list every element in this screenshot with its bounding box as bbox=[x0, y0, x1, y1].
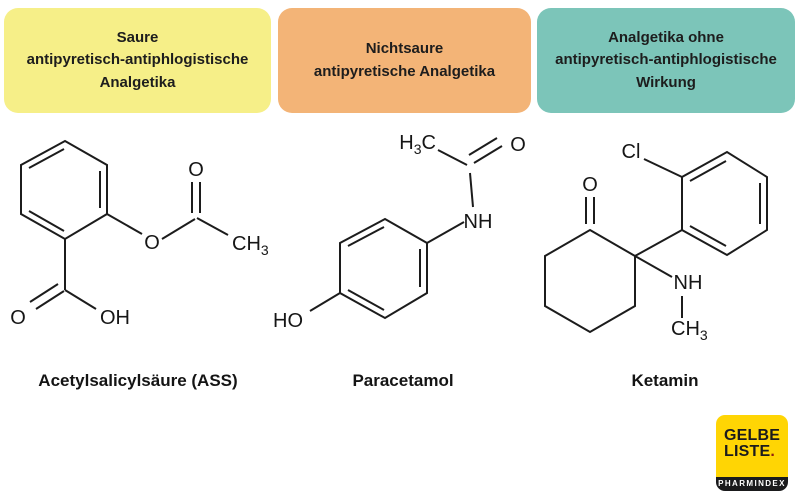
atom-label-cl: Cl bbox=[622, 141, 641, 163]
paracetamol-structure-svg: HO NH O H3C bbox=[273, 132, 526, 332]
atom-label-ch3: CH3 bbox=[232, 233, 269, 258]
ketamin-bonds bbox=[544, 150, 768, 334]
category-label: Saure antipyretisch-antiphlogistische An… bbox=[27, 27, 249, 95]
logo-dot: . bbox=[770, 443, 775, 460]
chlorophenyl-ring bbox=[681, 150, 768, 257]
molecule-name-ass: Acetylsalicylsäure (ASS) bbox=[38, 371, 238, 390]
category-line: Wirkung bbox=[636, 73, 696, 91]
atom-label-nh: NH bbox=[674, 272, 703, 294]
category-line: antipyretische Analgetika bbox=[313, 62, 496, 80]
category-line: Analgetika ohne bbox=[608, 28, 724, 46]
category-line: Nichtsaure bbox=[365, 40, 444, 57]
atom-label-ch3: CH3 bbox=[671, 318, 708, 343]
atom-label-acid-o: O bbox=[10, 307, 26, 329]
molecule-name-ketamin: Ketamin bbox=[631, 371, 699, 390]
category-line: Saure bbox=[116, 28, 159, 46]
category-box-nichtsaure-analgetika: Nichtsaure antipyretische Analgetika bbox=[278, 8, 531, 113]
benzene-ring bbox=[20, 139, 108, 241]
category-label: Analgetika ohne antipyretisch-antiphlogi… bbox=[555, 27, 777, 95]
ketamin-structure-svg: O Cl NH CH3 bbox=[544, 141, 768, 343]
category-line: antipyretisch-antiphlogistische bbox=[26, 51, 249, 69]
logo-word-gelbe: GELBE bbox=[724, 427, 781, 444]
logo-tagline-pharmindex: PHARMINDEX bbox=[716, 477, 788, 491]
atom-label-ketone-o: O bbox=[582, 174, 598, 196]
category-box-saure-analgetika: Saure antipyretisch-antiphlogistische An… bbox=[4, 8, 271, 113]
ass-structure: O O CH3 O OH bbox=[0, 120, 280, 360]
logo-yellow-panel: GELBE LISTE. bbox=[716, 415, 788, 477]
cyclohexanone-ring bbox=[544, 228, 636, 334]
logo-word-liste: LISTE. bbox=[724, 443, 775, 460]
ass-structure-svg: O O CH3 O OH bbox=[10, 139, 269, 329]
category-label: Nichtsaure antipyretische Analgetika bbox=[314, 38, 495, 83]
atom-label-h3c: H3C bbox=[399, 132, 436, 157]
atom-label-oh: OH bbox=[100, 307, 130, 329]
gelbe-liste-logo: GELBE LISTE. PHARMINDEX bbox=[716, 415, 788, 491]
ketamin-structure: O Cl NH CH3 bbox=[530, 120, 800, 360]
benzene-ring bbox=[339, 217, 428, 320]
atom-label-ho: HO bbox=[273, 310, 303, 332]
molecule-name-paracetamol: Paracetamol bbox=[352, 371, 454, 390]
category-box-analgetika-ohne-wirkung: Analgetika ohne antipyretisch-antiphlogi… bbox=[537, 8, 795, 113]
atom-label-ester-o: O bbox=[144, 232, 160, 254]
atom-label-nh: NH bbox=[464, 211, 493, 233]
category-line: antipyretisch-antiphlogistische bbox=[555, 51, 777, 69]
atom-label-carbonyl-o: O bbox=[510, 134, 526, 156]
atom-label-carbonyl-o: O bbox=[188, 159, 204, 181]
paracetamol-structure: HO NH O H3C bbox=[260, 120, 540, 360]
paracetamol-bonds bbox=[309, 137, 503, 320]
ass-bonds bbox=[20, 139, 229, 310]
category-line: Analgetika bbox=[99, 73, 176, 91]
